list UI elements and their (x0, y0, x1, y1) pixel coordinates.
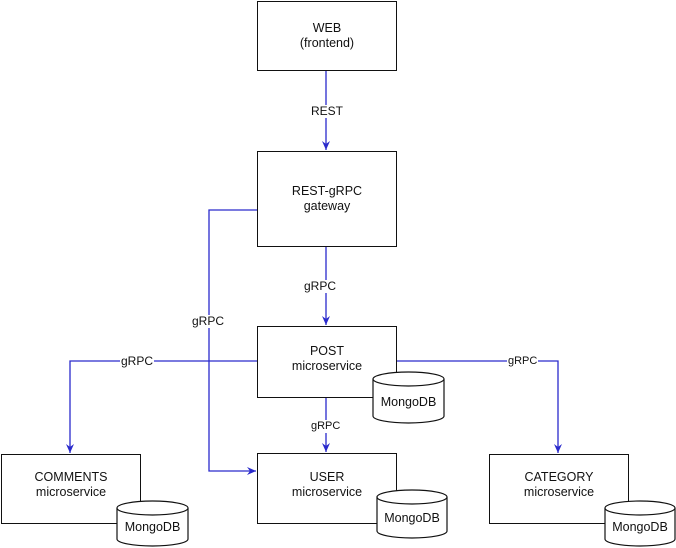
node-title: USER (309, 469, 345, 484)
node-title: COMMENTS (34, 470, 108, 484)
node-title: REST-gRPC (291, 184, 363, 198)
database-label: MongoDB (612, 520, 668, 534)
database-cylinder-icon (372, 371, 445, 424)
edge-post-comments (66, 360, 257, 453)
node-user-microservice[interactable]: USER microservice (257, 453, 397, 524)
node-subtitle: microservice (291, 484, 363, 499)
database-cylinder-icon (376, 489, 448, 539)
edge-gateway-user (208, 209, 257, 475)
node-subtitle: microservice (35, 485, 107, 499)
node-web-frontend[interactable]: WEB (frontend) (257, 1, 397, 71)
category-mongodb-database[interactable]: MongoDB (604, 500, 676, 547)
node-subtitle: gateway (303, 199, 351, 213)
node-category-microservice[interactable]: CATEGORY microservice (489, 454, 629, 524)
edge-post-category (396, 360, 562, 453)
user-mongodb-database[interactable]: MongoDB (376, 489, 448, 539)
edge-label-gateway-post: gRPC (303, 279, 338, 293)
edge-label-post-comments: gRPC (120, 354, 155, 368)
edge-label-post-user: gRPC (310, 420, 342, 433)
node-title: POST (309, 344, 345, 358)
database-cylinder-icon (604, 500, 676, 547)
edge-label-post-category: gRPC (507, 355, 539, 368)
post-mongodb-database[interactable]: MongoDB (372, 371, 445, 424)
database-label: MongoDB (380, 395, 437, 409)
database-label: MongoDB (124, 520, 181, 534)
node-title: CATEGORY (524, 470, 594, 484)
node-subtitle: microservice (523, 485, 595, 499)
node-title: WEB (312, 21, 342, 35)
database-cylinder-icon (116, 500, 189, 547)
node-rest-grpc-gateway[interactable]: REST-gRPC gateway (257, 151, 397, 247)
node-subtitle: microservice (291, 359, 363, 373)
comments-mongodb-database[interactable]: MongoDB (116, 500, 189, 547)
database-label: MongoDB (384, 511, 440, 525)
node-subtitle: (frontend) (299, 36, 355, 50)
edge-label-web-gateway: REST (310, 104, 345, 118)
edge-label-gateway-user: gRPC (191, 314, 226, 328)
